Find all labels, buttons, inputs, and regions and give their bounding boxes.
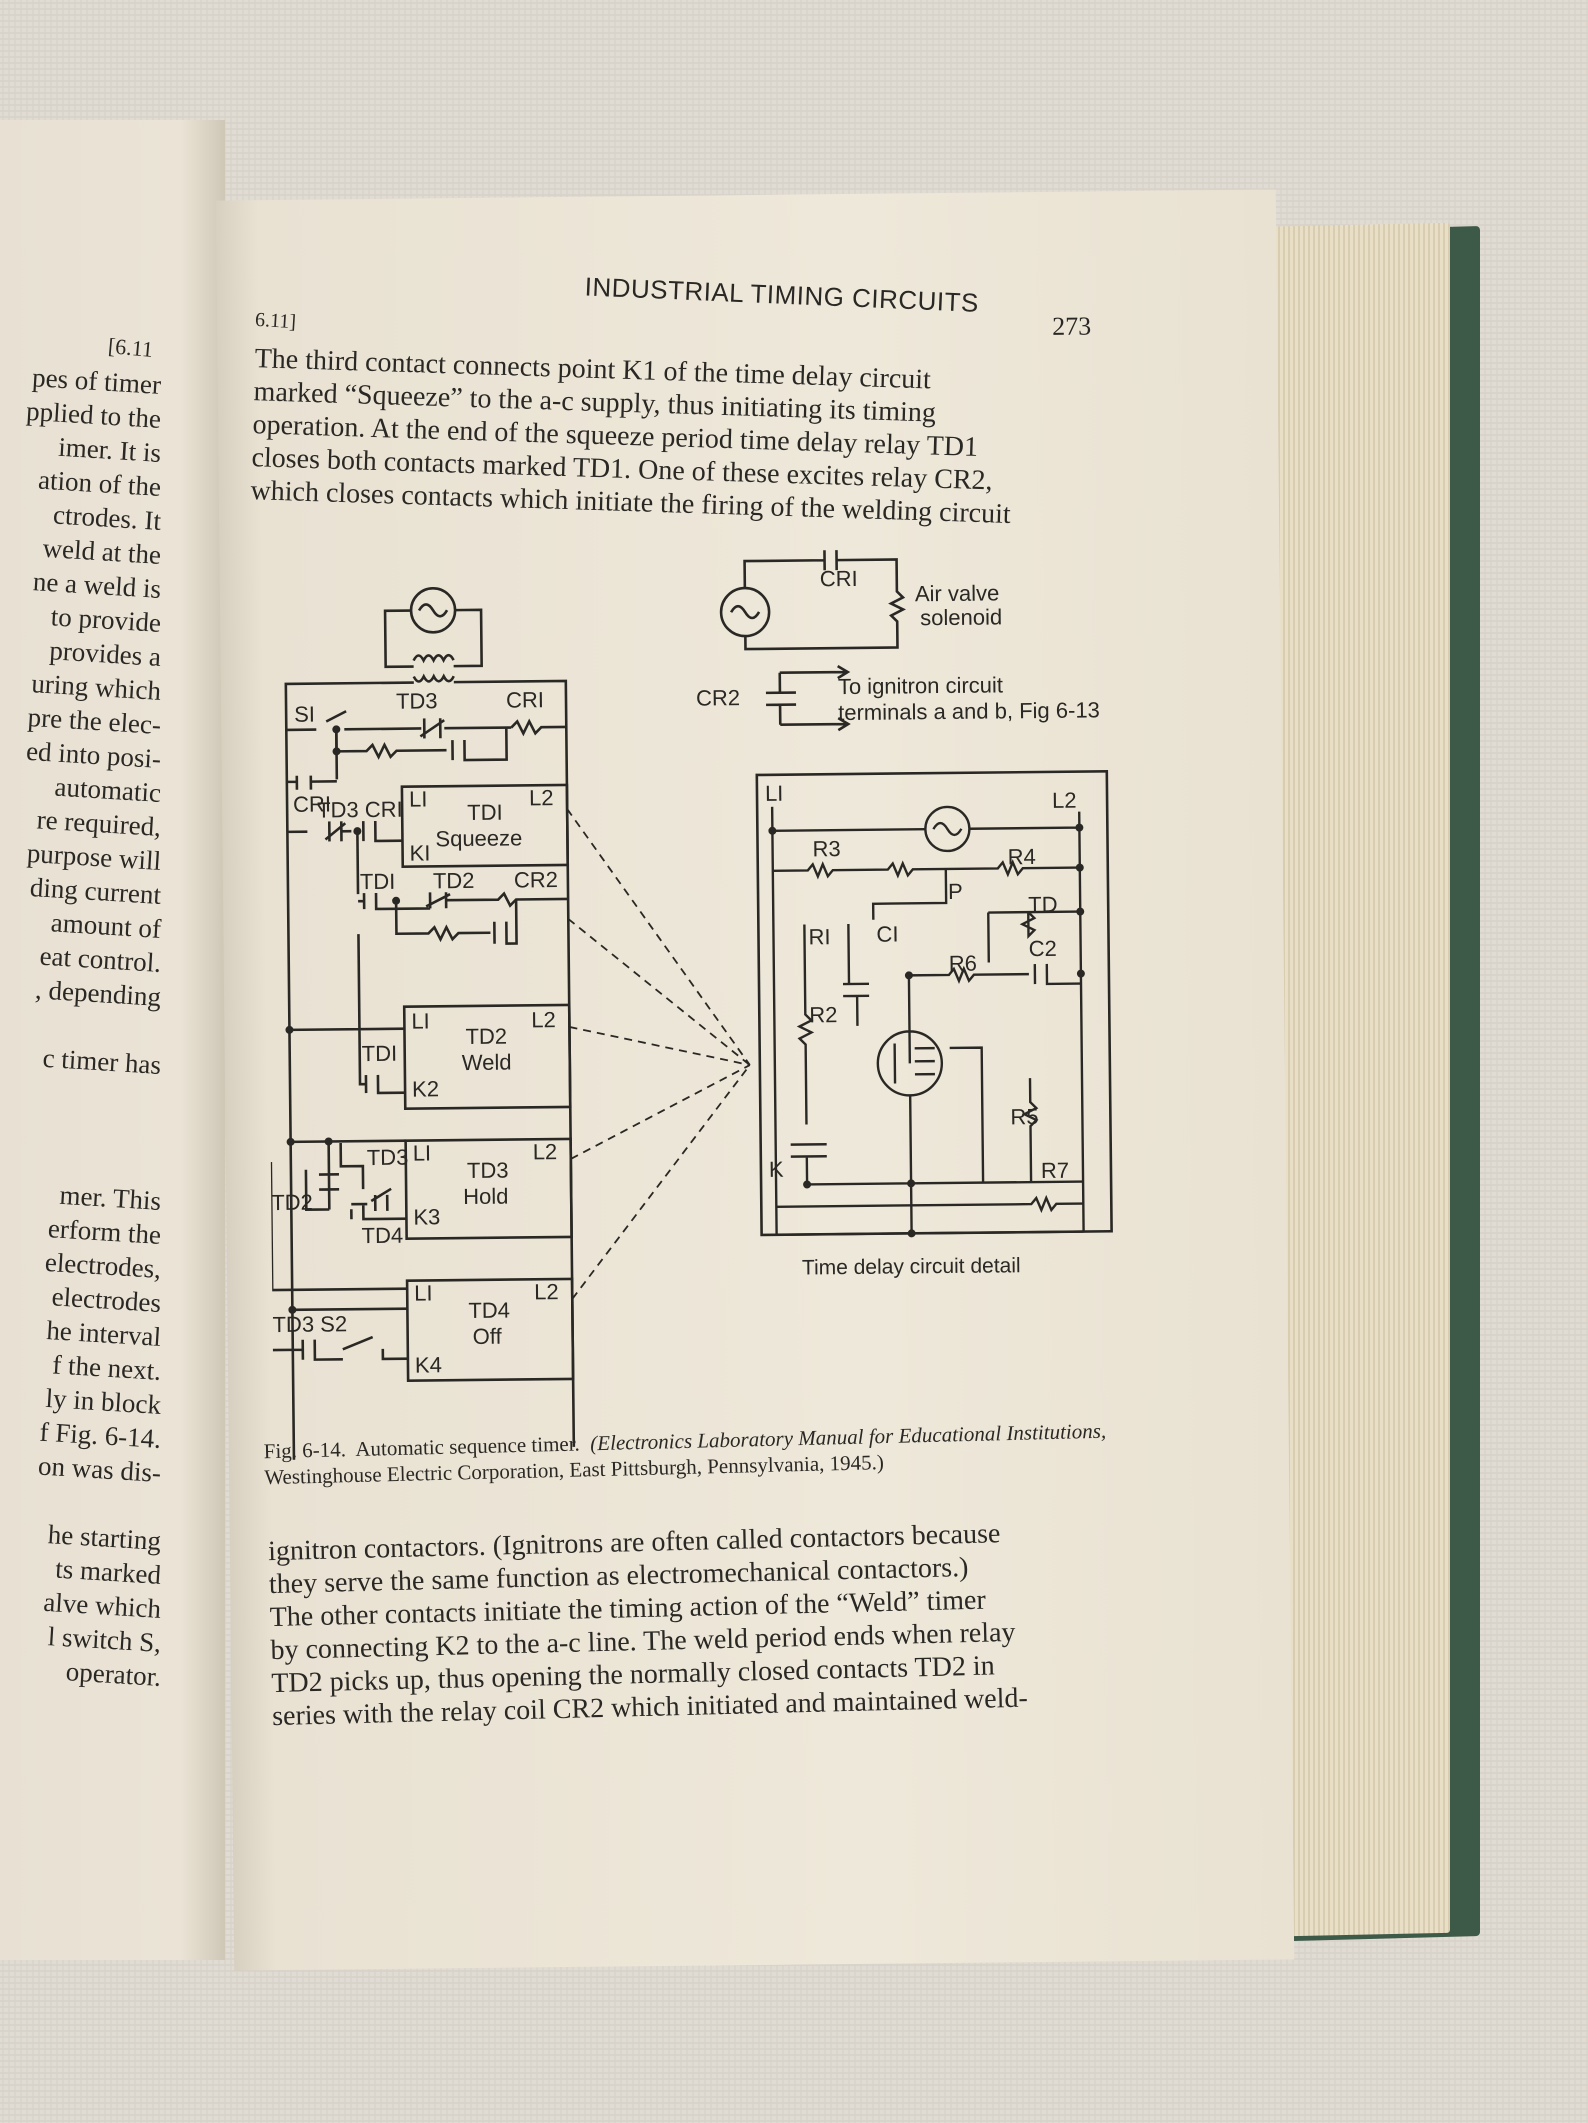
- label-l1-d: LI: [414, 1280, 433, 1305]
- label-td3-contact: TD3: [367, 1145, 409, 1170]
- label-p: P: [948, 879, 963, 904]
- label-cr1-left: CRI: [293, 791, 331, 816]
- label-cr2-coil: CR2: [514, 867, 558, 892]
- label-td3-cr1: TD3 CRI: [317, 797, 403, 823]
- right-page: 6.11] INDUSTRIAL TIMING CIRCUITS 273 The…: [215, 189, 1295, 1971]
- label-detail-l2: L2: [1052, 788, 1077, 813]
- label-r3: R3: [812, 836, 840, 861]
- paragraph-bottom: ignitron contactors. (Ignitrons are ofte…: [267, 1518, 1029, 1733]
- label-cr1-solenoid: CRI: [820, 566, 858, 591]
- label-k1: KI: [409, 840, 430, 865]
- label-td3-box: TD3: [467, 1158, 509, 1183]
- label-td2-left: TD2: [271, 1190, 313, 1215]
- running-head: INDUSTRIAL TIMING CIRCUITS: [584, 271, 980, 318]
- label-l2-b: L2: [531, 1007, 556, 1032]
- label-c2: C2: [1029, 936, 1057, 961]
- label-k4: K4: [415, 1352, 442, 1377]
- label-l2-a: L2: [529, 785, 554, 810]
- label-td1-contact: TDI: [360, 869, 396, 894]
- left-page-header: [6.11: [107, 333, 155, 362]
- paragraph-top: The third contact connects point K1 of t…: [250, 343, 1012, 530]
- label-cr2: CR2: [696, 685, 740, 710]
- label-td1-contact2: TDI: [362, 1041, 398, 1066]
- label-td: TD: [1028, 892, 1058, 917]
- label-hold: Hold: [463, 1184, 509, 1209]
- label-detail-l1: LI: [765, 781, 784, 806]
- section-ref: 6.11]: [254, 308, 297, 334]
- label-td3-s2: TD3 S2: [272, 1311, 347, 1337]
- page-number: 273: [1051, 311, 1092, 341]
- label-td2-contact: TD2: [433, 868, 475, 893]
- label-td4-box: TD4: [468, 1298, 510, 1323]
- label-k3: K3: [413, 1204, 440, 1229]
- label-l1-b: LI: [411, 1008, 430, 1033]
- label-squeeze: Squeeze: [435, 825, 522, 851]
- label-l2-d: L2: [534, 1279, 559, 1304]
- label-c1: CI: [876, 921, 898, 946]
- label-ignitron-2: terminals a and b, Fig 6-13: [838, 697, 1100, 725]
- label-r7: R7: [1041, 1158, 1069, 1183]
- label-air-valve: Air valve: [915, 580, 1000, 606]
- label-cr1-top: CRI: [506, 687, 544, 712]
- label-solenoid: solenoid: [920, 604, 1002, 630]
- label-td1-box: TDI: [467, 800, 503, 825]
- label-weld: Weld: [462, 1050, 512, 1076]
- label-l2-c: L2: [533, 1139, 558, 1164]
- label-td2-box: TD2: [465, 1024, 507, 1049]
- label-td4-contact: TD4: [361, 1223, 403, 1248]
- label-td3-top: TD3: [396, 688, 438, 713]
- label-s1: SI: [294, 702, 315, 727]
- label-off: Off: [473, 1324, 503, 1349]
- label-k2: K2: [412, 1076, 439, 1101]
- sequence-timer-diagram: SI TD3 CRI CRI TD3 CRI LI L2 TDI Squeeze…: [269, 550, 1113, 1461]
- label-l1-a: LI: [409, 786, 428, 811]
- label-ignitron-1: To ignitron circuit: [838, 672, 1003, 699]
- label-r1: RI: [808, 924, 830, 949]
- label-detail-title: Time delay circuit detail: [802, 1254, 1021, 1279]
- label-l1-c: LI: [413, 1140, 432, 1165]
- label-r2: R2: [809, 1002, 837, 1027]
